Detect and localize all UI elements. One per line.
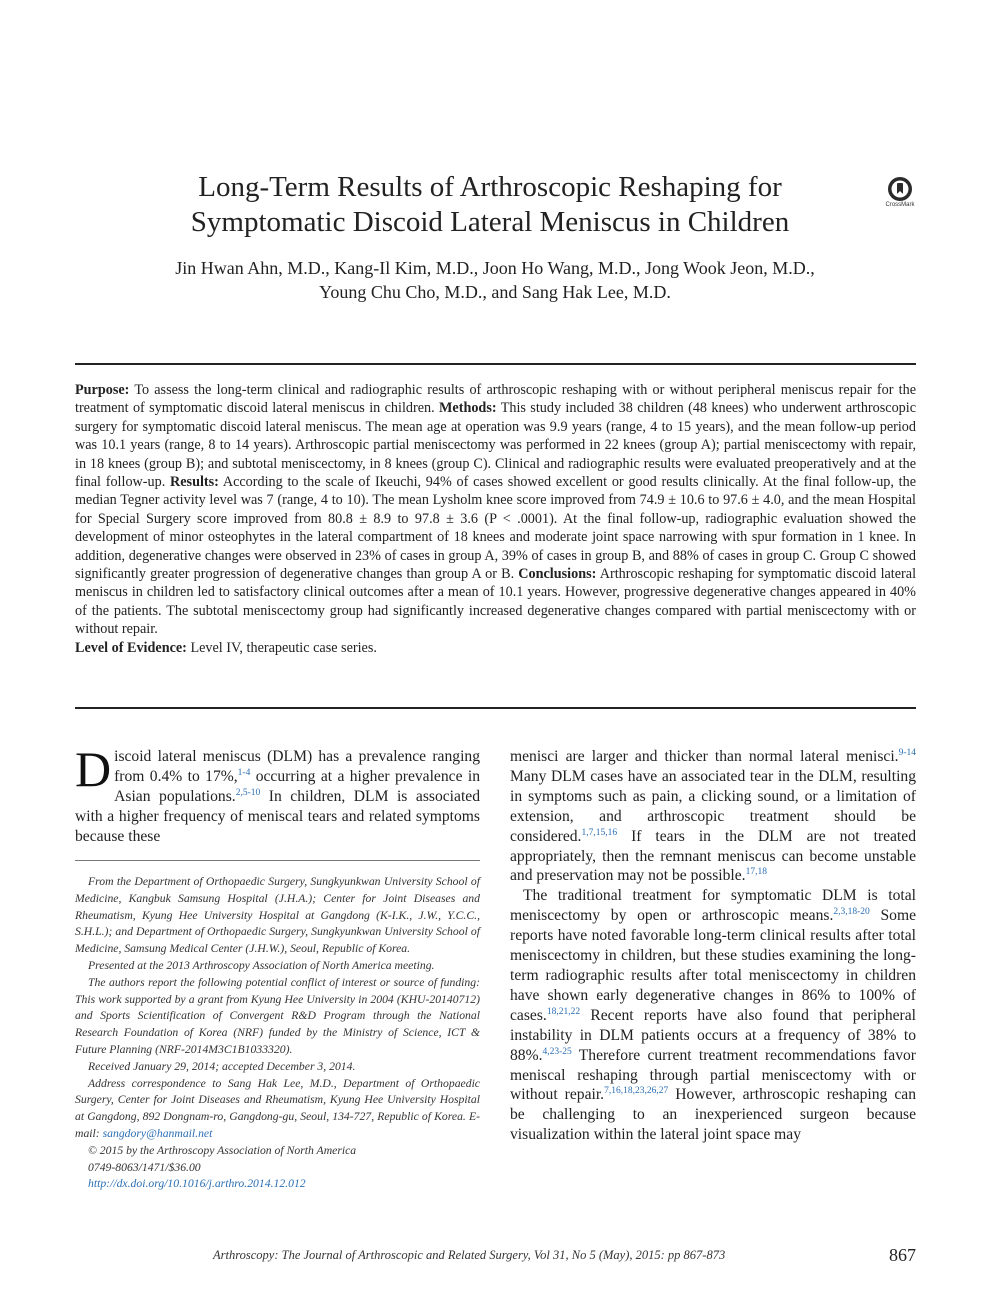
title-line-2: Symptomatic Discoid Lateral Meniscus in … bbox=[190, 206, 790, 238]
authors-line-1: Jin Hwan Ahn, M.D., Kang-Il Kim, M.D., J… bbox=[175, 258, 815, 278]
conclusions-label: Conclusions: bbox=[518, 566, 597, 583]
footnote-rule bbox=[75, 860, 480, 861]
paragraph: The traditional treatment for symptomati… bbox=[510, 886, 916, 1145]
methods-label: Methods: bbox=[439, 400, 497, 417]
title-line-1: Long-Term Results of Arthroscopic Reshap… bbox=[198, 171, 782, 203]
email-link[interactable]: sangdory@hanmail.net bbox=[102, 1126, 213, 1140]
body-text: Recent reports have also found that peri… bbox=[510, 1006, 916, 1064]
body-text: Some reports have noted favorable long-t… bbox=[510, 907, 916, 1024]
methods-text: This study included 38 children (48 knee… bbox=[75, 400, 916, 491]
body-text: If tears in the DLM are not treated appr… bbox=[510, 827, 916, 885]
body-text: In children, DLM is associated with a hi… bbox=[75, 787, 480, 845]
conclusions-text: Arthroscopic reshaping for symptomatic d… bbox=[75, 566, 917, 638]
citation-link[interactable]: 4,23-25 bbox=[542, 1046, 572, 1057]
body-text: The traditional treatment for symptomati… bbox=[510, 887, 916, 925]
purpose-label: Purpose: bbox=[75, 382, 130, 398]
abstract-top-rule bbox=[75, 363, 916, 365]
affiliation-note: From the Department of Orthopaedic Surge… bbox=[75, 875, 480, 956]
page-number: 867 bbox=[889, 1245, 916, 1265]
body-text: menisci are larger and thicker than norm… bbox=[510, 748, 899, 765]
body-text: However, arthroscopic reshaping can be c… bbox=[510, 1086, 916, 1144]
level-text: Level IV, therapeutic case series. bbox=[186, 639, 377, 656]
author-list: Jin Hwan Ahn, M.D., Kang-Il Kim, M.D., J… bbox=[60, 256, 930, 304]
crossmark-badge[interactable]: CrossMark bbox=[882, 176, 918, 208]
body-column-right: menisci are larger and thicker than norm… bbox=[510, 747, 916, 1145]
level-label: Level of Evidence: bbox=[75, 639, 187, 656]
citation-link[interactable]: 17,18 bbox=[745, 867, 767, 878]
article-title: Long-Term Results of Arthroscopic Reshap… bbox=[100, 170, 880, 240]
citation-link[interactable]: 1-4 bbox=[237, 767, 251, 778]
abstract-bottom-rule bbox=[75, 707, 916, 709]
citation-link[interactable]: 1,7,15,16 bbox=[581, 827, 618, 838]
body-text: occurring at a higher prevalence in Asia… bbox=[114, 767, 480, 805]
correspondence-text: Address correspondence to Sang Hak Lee, … bbox=[75, 1076, 480, 1140]
body-text: iscoid lateral meniscus (DLM) has a prev… bbox=[114, 748, 480, 785]
footnotes: From the Department of Orthopaedic Surge… bbox=[75, 874, 480, 1193]
doi-link[interactable]: http://dx.doi.org/10.1016/j.arthro.2014.… bbox=[88, 1177, 306, 1191]
paragraph: menisci are larger and thicker than norm… bbox=[510, 747, 916, 886]
citation-link[interactable]: 18,21,22 bbox=[546, 1006, 581, 1017]
conflict-note: The authors report the following potenti… bbox=[75, 975, 480, 1056]
citation-link[interactable]: 2,5-10 bbox=[235, 787, 261, 798]
body-text: Therefore current treatment recommendati… bbox=[510, 1046, 916, 1104]
page-footer: Arthroscopy: The Journal of Arthroscopic… bbox=[75, 1245, 916, 1265]
drop-cap: D bbox=[75, 741, 112, 797]
results-text: According to the scale of Ikeuchi, 94% o… bbox=[75, 474, 917, 583]
journal-citation: Arthroscopy: The Journal of Arthroscopic… bbox=[213, 1248, 726, 1262]
purpose-text: To assess the long-term clinical and rad… bbox=[75, 382, 916, 417]
abstract: Purpose: To assess the long-term clinica… bbox=[75, 381, 916, 657]
crossmark-icon bbox=[888, 177, 912, 201]
citation-link[interactable]: 7,16,18,23,26,27 bbox=[604, 1086, 669, 1097]
received-note: Received January 29, 2014; accepted Dece… bbox=[88, 1059, 356, 1073]
citation-link[interactable]: 2,3,18-20 bbox=[833, 907, 870, 918]
copyright-note: © 2015 by the Arthroscopy Association of… bbox=[88, 1143, 357, 1157]
presented-note: Presented at the 2013 Arthroscopy Associ… bbox=[88, 958, 435, 972]
citation-link[interactable]: 9-14 bbox=[898, 747, 916, 758]
correspondence-note: Address correspondence to Sang Hak Lee, … bbox=[75, 1076, 480, 1143]
results-label: Results: bbox=[170, 474, 219, 491]
authors-line-2: Young Chu Cho, M.D., and Sang Hak Lee, M… bbox=[319, 282, 671, 302]
crossmark-label: CrossMark bbox=[885, 202, 915, 208]
issn-note: 0749-8063/1471/$36.00 bbox=[88, 1160, 201, 1174]
body-text: Many DLM cases have an associated tear i… bbox=[510, 767, 916, 845]
